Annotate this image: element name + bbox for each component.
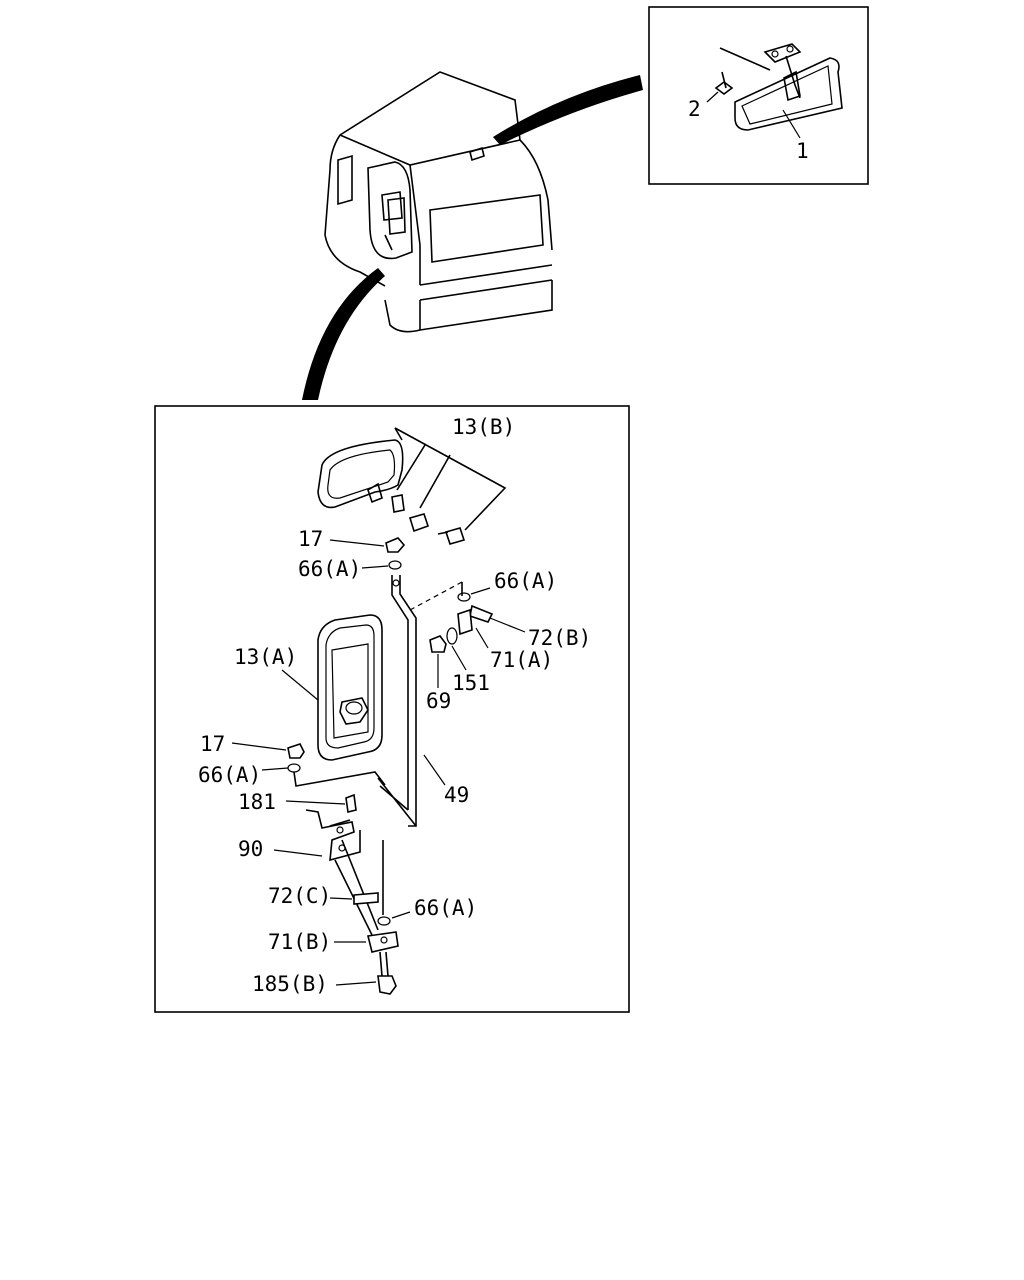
label-2: 2 xyxy=(688,97,701,121)
label-185b: 185(B) xyxy=(252,972,328,996)
label-1: 1 xyxy=(796,139,809,163)
inset-room-mirror: 2 1 xyxy=(648,6,869,185)
label-66a-top-right: 66(A) xyxy=(494,569,557,593)
label-17-lower: 17 xyxy=(200,732,225,756)
label-13b: 13(B) xyxy=(452,415,515,439)
label-69: 69 xyxy=(426,689,451,713)
label-13a: 13(A) xyxy=(234,645,297,669)
exploded-view: 13(B) 17 66(A) 49 66(A) 72(B) 71(A) 151 xyxy=(154,405,630,1013)
label-151: 151 xyxy=(452,671,490,695)
vehicle-illustration xyxy=(302,71,643,400)
label-17-top: 17 xyxy=(298,527,323,551)
label-66a-lower-left: 66(A) xyxy=(198,763,261,787)
label-90: 90 xyxy=(238,837,263,861)
label-49: 49 xyxy=(444,783,469,807)
label-72c: 72(C) xyxy=(268,884,331,908)
label-66a-top-left: 66(A) xyxy=(298,557,361,581)
label-71b: 71(B) xyxy=(268,930,331,954)
label-66a-bottom: 66(A) xyxy=(414,896,477,920)
label-181: 181 xyxy=(238,790,276,814)
label-72b: 72(B) xyxy=(528,626,591,650)
label-71a: 71(A) xyxy=(490,648,553,672)
